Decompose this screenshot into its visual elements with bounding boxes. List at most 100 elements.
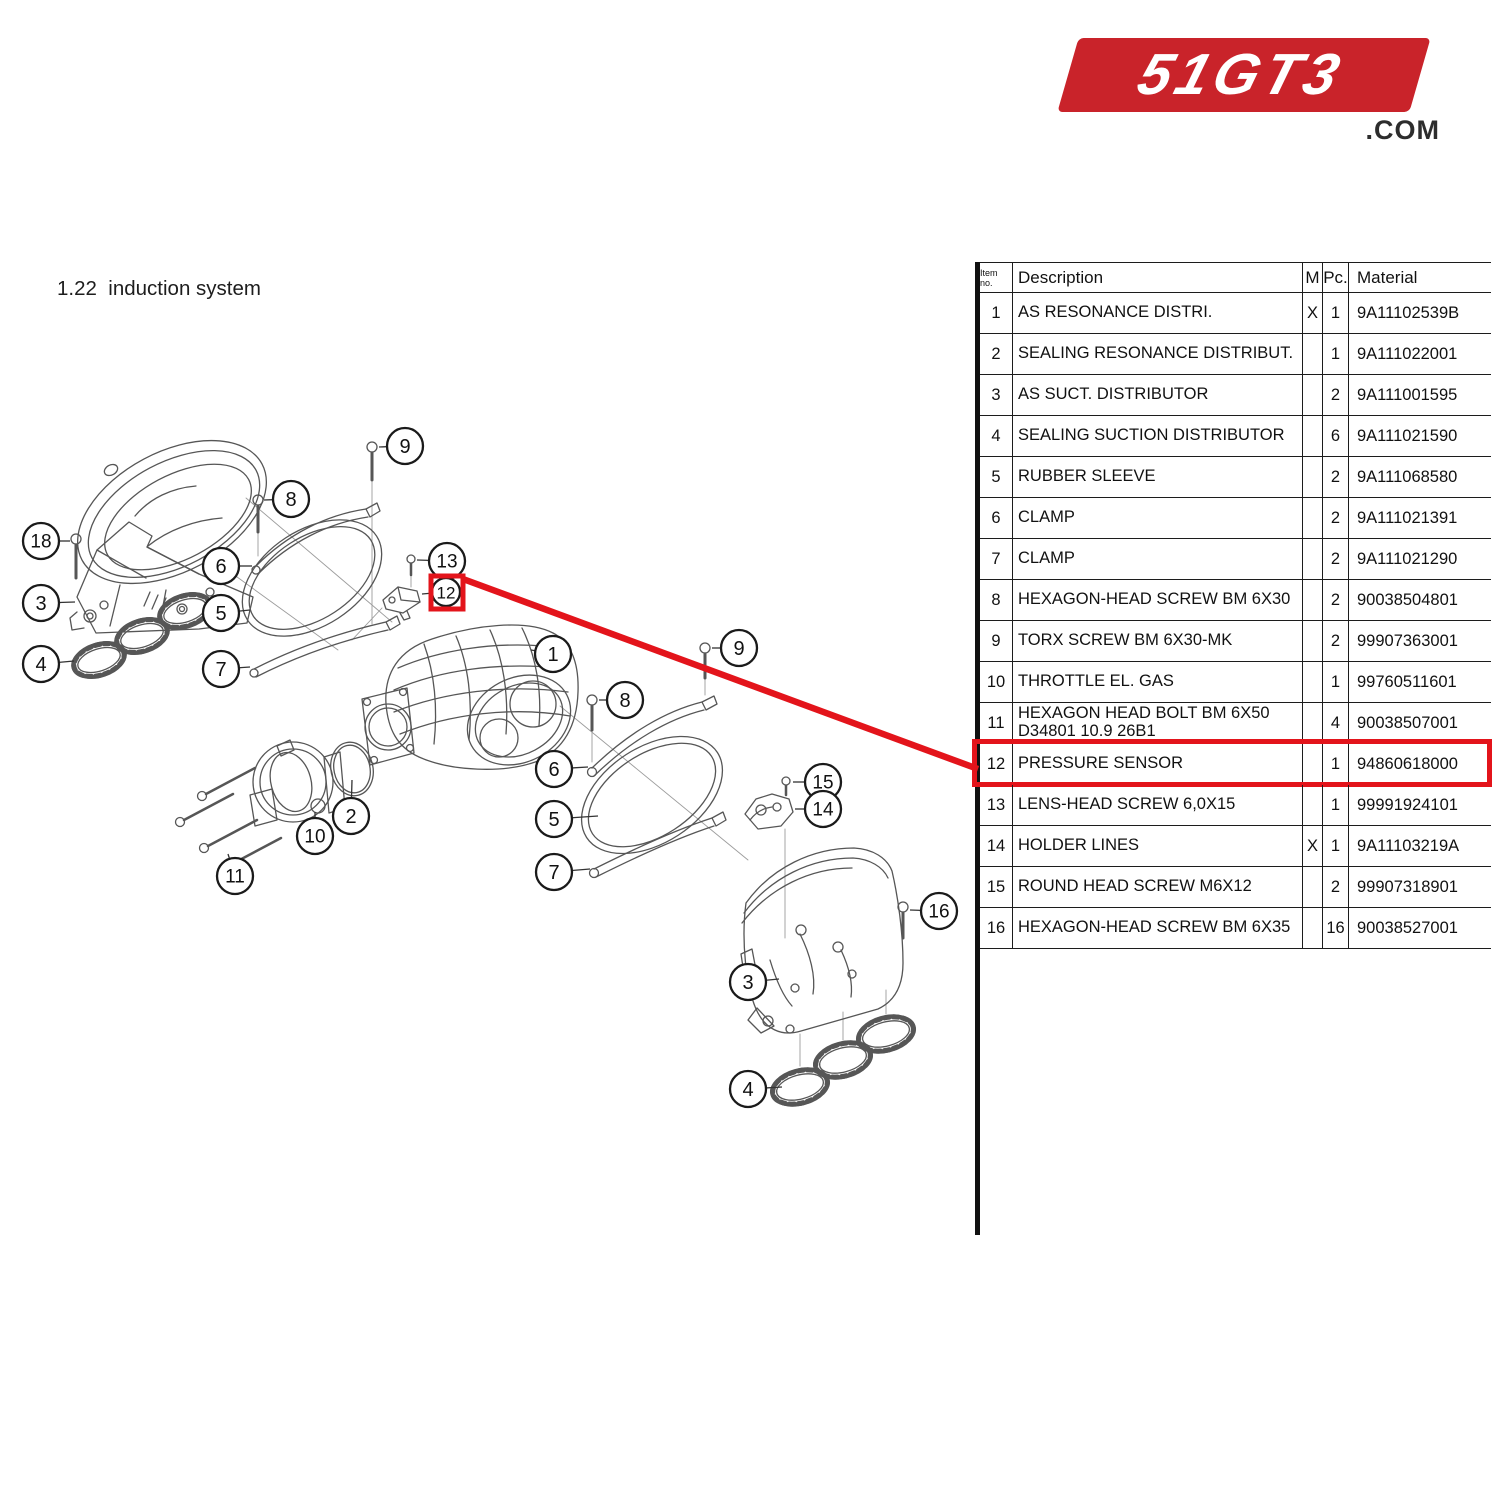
cell-pc: 16 <box>1323 908 1349 948</box>
cell-m <box>1303 744 1323 784</box>
cell-material: 9A111021590 <box>1357 426 1458 445</box>
cell-m <box>1303 580 1323 620</box>
cell-item-no: 13 <box>980 785 1013 825</box>
svg-text:18: 18 <box>30 532 51 553</box>
callout-6: 6 <box>201 546 252 586</box>
cell-description: HEXAGON-HEAD SCREW BM 6X30 <box>1013 580 1303 620</box>
callout-9: 9 <box>712 628 759 668</box>
logo-text: 51GT3 <box>1130 42 1352 107</box>
callout-5: 5 <box>201 593 251 633</box>
cell-description: SEALING RESONANCE DISTRIBUT. <box>1013 334 1303 374</box>
cell-description: HEXAGON-HEAD SCREW BM 6X35 <box>1013 908 1303 948</box>
screw-8-right <box>586 694 598 732</box>
cell-pc: 1 <box>1323 826 1349 866</box>
cell-material: 9A11102539B <box>1357 303 1460 322</box>
screw-16 <box>897 901 909 940</box>
clamp-strap-lower-right <box>588 811 727 879</box>
cell-description: TORX SCREW BM 6X30-MK <box>1013 621 1303 661</box>
svg-text:6: 6 <box>548 759 559 781</box>
cell-description: AS RESONANCE DISTRI. <box>1013 293 1303 333</box>
cell-pc: 1 <box>1323 334 1349 374</box>
cell-pc: 2 <box>1323 539 1349 579</box>
clamp-strap-upper-right <box>586 695 718 778</box>
header-pc: Pc. <box>1323 263 1349 292</box>
callout-6: 6 <box>534 749 589 789</box>
cell-m <box>1303 867 1323 907</box>
cell-description: HEXAGON HEAD BOLT BM 6X50 D34801 10.9 26… <box>1013 703 1303 743</box>
header-description: Description <box>1013 263 1303 292</box>
clamp-strap-lower-left <box>249 615 401 678</box>
svg-text:7: 7 <box>548 862 559 884</box>
screw-15 <box>781 776 791 797</box>
cell-item-no: 3 <box>980 375 1013 415</box>
cell-m <box>1303 539 1323 579</box>
cell-pc: 6 <box>1323 416 1349 456</box>
cell-pc: 4 <box>1323 703 1349 743</box>
cell-material: 99907318901 <box>1357 877 1458 896</box>
cell-description: SEALING SUCTION DISTRIBUTOR <box>1013 416 1303 456</box>
cell-item-no: 15 <box>980 867 1013 907</box>
svg-text:10: 10 <box>304 827 325 848</box>
cell-pc: 2 <box>1323 457 1349 497</box>
svg-text:16: 16 <box>928 902 949 923</box>
callout-4: 4 <box>728 1069 783 1109</box>
cell-m <box>1303 662 1323 702</box>
svg-text:15: 15 <box>812 773 833 794</box>
cell-m <box>1303 334 1323 374</box>
seal-ring-right <box>580 735 724 855</box>
callout-14: 14 <box>795 789 843 829</box>
callout-7: 7 <box>534 852 591 892</box>
callout-13: 13 <box>416 541 467 581</box>
holder-lines-part <box>744 793 794 830</box>
gasket-rings-left <box>71 592 213 679</box>
cell-pc: 1 <box>1323 785 1349 825</box>
logo-com-text: .COM <box>1365 115 1440 145</box>
svg-text:3: 3 <box>35 593 46 615</box>
diagram-highlight-box <box>428 573 466 612</box>
cell-item-no: 5 <box>980 457 1013 497</box>
cell-material: 9A111021391 <box>1357 508 1458 527</box>
cell-m: X <box>1303 293 1323 333</box>
cell-description: THROTTLE EL. GAS <box>1013 662 1303 702</box>
cell-description: RUBBER SLEEVE <box>1013 457 1303 497</box>
cell-pc: 2 <box>1323 867 1349 907</box>
cell-material: 90038507001 <box>1357 713 1458 732</box>
svg-text:4: 4 <box>742 1079 753 1101</box>
svg-text:4: 4 <box>35 654 46 676</box>
svg-text:13: 13 <box>436 552 457 573</box>
svg-text:3: 3 <box>742 972 753 994</box>
cell-item-no: 9 <box>980 621 1013 661</box>
header-material: Material <box>1357 267 1418 287</box>
cell-material: 90038527001 <box>1357 918 1458 937</box>
callout-15: 15 <box>793 762 843 802</box>
cell-m <box>1303 416 1323 456</box>
callout-10: 10 <box>295 812 335 856</box>
cell-item-no: 14 <box>980 826 1013 866</box>
highlight-layer <box>428 573 980 773</box>
svg-text:7: 7 <box>215 659 226 681</box>
cell-item-no: 7 <box>980 539 1013 579</box>
svg-text:6: 6 <box>215 556 226 578</box>
cell-item-no: 10 <box>980 662 1013 702</box>
cell-m <box>1303 621 1323 661</box>
cell-item-no: 8 <box>980 580 1013 620</box>
cell-description: CLAMP <box>1013 498 1303 538</box>
cell-material: 99907363001 <box>1357 631 1458 650</box>
cell-m <box>1303 703 1323 743</box>
screw-9-top <box>366 441 378 482</box>
svg-text:1: 1 <box>547 644 558 666</box>
screw-18 <box>70 533 82 580</box>
callout-9: 9 <box>378 426 425 466</box>
callout-3: 3 <box>21 583 76 623</box>
